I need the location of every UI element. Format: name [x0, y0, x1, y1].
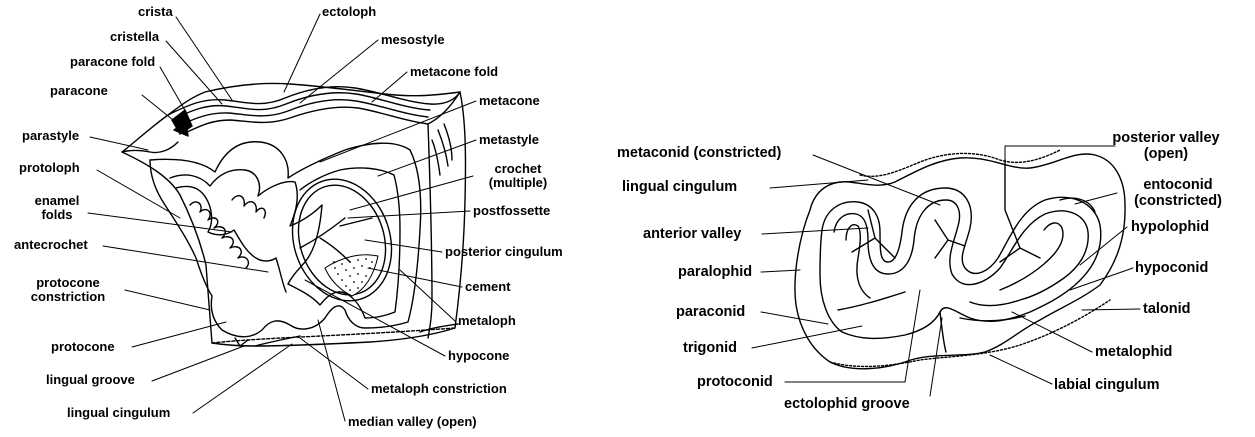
label-entoconid-line2: (constricted)	[1120, 193, 1236, 209]
label-ectoloph: ectoloph	[322, 5, 376, 19]
label-labial-cingulum: labial cingulum	[1054, 377, 1160, 393]
label-posterior-valley-line1: posterior valley	[1108, 130, 1224, 146]
label-cement: cement	[465, 280, 511, 294]
label-metaloph: metaloph	[458, 314, 516, 328]
label-metacone-fold: metacone fold	[410, 65, 498, 79]
label-metalophid: metalophid	[1095, 344, 1172, 360]
label-enamel-folds-line2: folds	[27, 208, 87, 222]
label-cristella: cristella	[110, 30, 159, 44]
label-protoloph: protoloph	[19, 161, 80, 175]
label-enamel-folds-line1: enamel	[27, 194, 87, 208]
label-parastyle: parastyle	[22, 129, 79, 143]
label-paracone: paracone	[50, 84, 108, 98]
label-metastyle: metastyle	[479, 133, 539, 147]
label-protocone: protocone	[51, 340, 115, 354]
label-posterior-valley: posterior valley (open)	[1108, 130, 1224, 162]
label-paracone-fold: paracone fold	[70, 55, 155, 69]
label-anterior-valley: anterior valley	[643, 226, 741, 242]
label-metaloph-constriction: metaloph constriction	[371, 382, 507, 396]
label-posterior-cingulum: posterior cingulum	[445, 245, 563, 259]
label-paralophid: paralophid	[678, 264, 752, 280]
label-enamel-folds: enamel folds	[27, 194, 87, 222]
label-ectolophid-groove: ectolophid groove	[784, 396, 910, 412]
label-posterior-valley-line2: (open)	[1108, 146, 1224, 162]
label-trigonid: trigonid	[683, 340, 737, 356]
label-entoconid: entoconid (constricted)	[1120, 177, 1236, 209]
label-metacone: metacone	[479, 94, 540, 108]
label-protoconid: protoconid	[697, 374, 773, 390]
label-paraconid: paraconid	[676, 304, 745, 320]
label-hypolophid: hypolophid	[1131, 219, 1209, 235]
label-lingual-cingulum-upper: lingual cingulum	[67, 406, 170, 420]
label-metaconid: metaconid (constricted)	[617, 145, 781, 161]
label-entoconid-line1: entoconid	[1120, 177, 1236, 193]
label-crochet-line1: crochet	[475, 162, 561, 176]
label-median-valley: median valley (open)	[348, 415, 477, 429]
label-postfossette: postfossette	[473, 204, 550, 218]
lower-molar-drawing	[795, 150, 1125, 369]
label-talonid: talonid	[1143, 301, 1191, 317]
label-crochet-line2: (multiple)	[475, 176, 561, 190]
label-protocone-constriction-line2: constriction	[14, 290, 122, 304]
label-protocone-constriction-line1: protocone	[14, 276, 122, 290]
leader-lines	[88, 14, 1140, 421]
lower-molar-outline	[795, 154, 1125, 369]
label-antecrochet: antecrochet	[14, 238, 88, 252]
label-crista: crista	[138, 5, 173, 19]
label-lingual-cingulum-lower: lingual cingulum	[622, 179, 737, 195]
label-hypocone: hypocone	[448, 349, 509, 363]
label-crochet: crochet (multiple)	[475, 162, 561, 190]
label-hypoconid: hypoconid	[1135, 260, 1208, 276]
label-mesostyle: mesostyle	[381, 33, 445, 47]
label-lingual-groove: lingual groove	[46, 373, 135, 387]
label-protocone-constriction: protocone constriction	[14, 276, 122, 304]
